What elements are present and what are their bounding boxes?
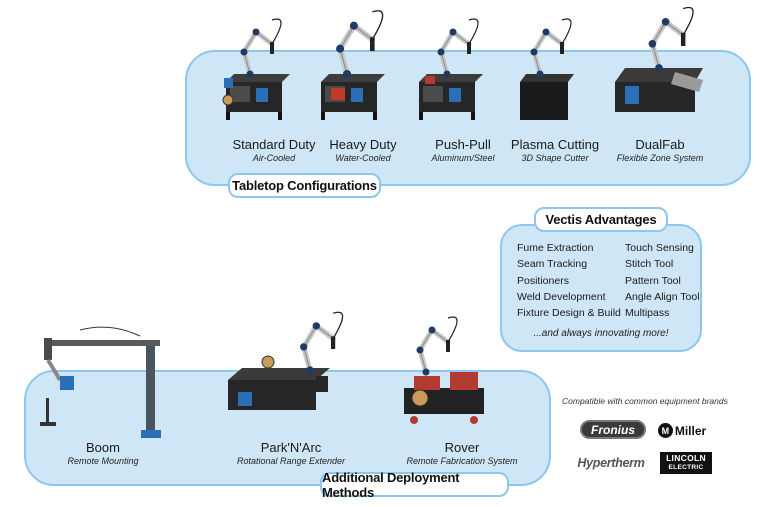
advantages-footer: ...and always innovating more! bbox=[533, 328, 669, 339]
push-pull-machine bbox=[419, 19, 483, 120]
item-sub: 3D Shape Cutter bbox=[521, 153, 589, 163]
hypertherm-logo: Hypertherm bbox=[577, 456, 645, 470]
advantages-left-list: Fume Extraction Seam Tracking Positioner… bbox=[517, 240, 621, 321]
item-sub: Aluminum/Steel bbox=[431, 153, 495, 163]
lincoln-line2: ELECTRIC bbox=[668, 464, 704, 471]
deployment-title: Additional Deployment Methods bbox=[320, 470, 509, 500]
standard-duty-machine bbox=[222, 19, 290, 120]
tabletop-title: Tabletop Configurations bbox=[228, 173, 381, 198]
advantage-item: Pattern Tool bbox=[625, 274, 681, 287]
item-name: Boom bbox=[86, 440, 120, 455]
item-name: Rover bbox=[444, 440, 480, 455]
advantage-item: Multipass bbox=[625, 307, 670, 320]
item-name: Heavy Duty bbox=[329, 137, 397, 152]
advantage-item: Positioners bbox=[517, 274, 569, 287]
standard-duty-label: Standard Duty Air-Cooled bbox=[229, 137, 319, 163]
advantage-item: Fume Extraction bbox=[517, 242, 594, 254]
heavy-duty-machine bbox=[321, 11, 385, 120]
plasma-cutting-label: Plasma Cutting 3D Shape Cutter bbox=[505, 137, 605, 163]
item-name: DualFab bbox=[635, 137, 685, 152]
compatibility-note: Compatible with common equipment brands bbox=[562, 396, 728, 406]
rover-machine bbox=[404, 317, 484, 424]
advantage-item: Fixture Design & Build bbox=[517, 307, 621, 320]
lincoln-electric-logo: LINCOLN ELECTRIC bbox=[660, 452, 712, 474]
item-sub: Flexible Zone System bbox=[616, 153, 704, 163]
item-sub: Rotational Range Extender bbox=[236, 456, 346, 466]
advantage-item: Seam Tracking bbox=[517, 258, 588, 271]
fronius-logo: Fronius bbox=[580, 420, 646, 439]
item-sub: Remote Fabrication System bbox=[406, 456, 518, 466]
heavy-duty-label: Heavy Duty Water-Cooled bbox=[318, 137, 408, 163]
advantage-item: Angle Align Tool bbox=[625, 290, 700, 303]
park-n-arc-label: Park'N'Arc Rotational Range Extender bbox=[226, 440, 356, 466]
item-name: Standard Duty bbox=[232, 137, 316, 152]
item-name: Plasma Cutting bbox=[510, 137, 600, 152]
advantages-panel bbox=[500, 224, 702, 352]
lincoln-line1: LINCOLN bbox=[666, 453, 706, 463]
plasma-cutting-machine bbox=[520, 19, 574, 120]
park-n-arc-machine bbox=[228, 312, 343, 410]
advantages-right-list: Touch Sensing Stitch Tool Pattern Tool A… bbox=[625, 240, 700, 321]
boom-machine bbox=[40, 326, 161, 438]
advantage-item: Weld Development bbox=[517, 290, 606, 303]
item-sub: Air-Cooled bbox=[252, 153, 296, 163]
advantages-title: Vectis Advantages bbox=[534, 207, 668, 232]
item-sub: Water-Cooled bbox=[335, 153, 391, 163]
advantage-item: Touch Sensing bbox=[625, 242, 694, 254]
dualfab-machine bbox=[615, 8, 703, 112]
advantage-item: Stitch Tool bbox=[625, 258, 674, 271]
item-sub: Remote Mounting bbox=[67, 456, 139, 466]
item-name: Park'N'Arc bbox=[260, 440, 322, 455]
push-pull-label: Push-Pull Aluminum/Steel bbox=[418, 137, 508, 163]
item-name: Push-Pull bbox=[435, 137, 491, 152]
rover-label: Rover Remote Fabrication System bbox=[402, 440, 522, 466]
miller-logo: M Miller bbox=[656, 422, 708, 439]
miller-mark-icon: M bbox=[657, 423, 673, 438]
boom-label: Boom Remote Mounting bbox=[58, 440, 148, 466]
miller-wordmark: Miller bbox=[674, 423, 707, 438]
dualfab-label: DualFab Flexible Zone System bbox=[610, 137, 710, 163]
